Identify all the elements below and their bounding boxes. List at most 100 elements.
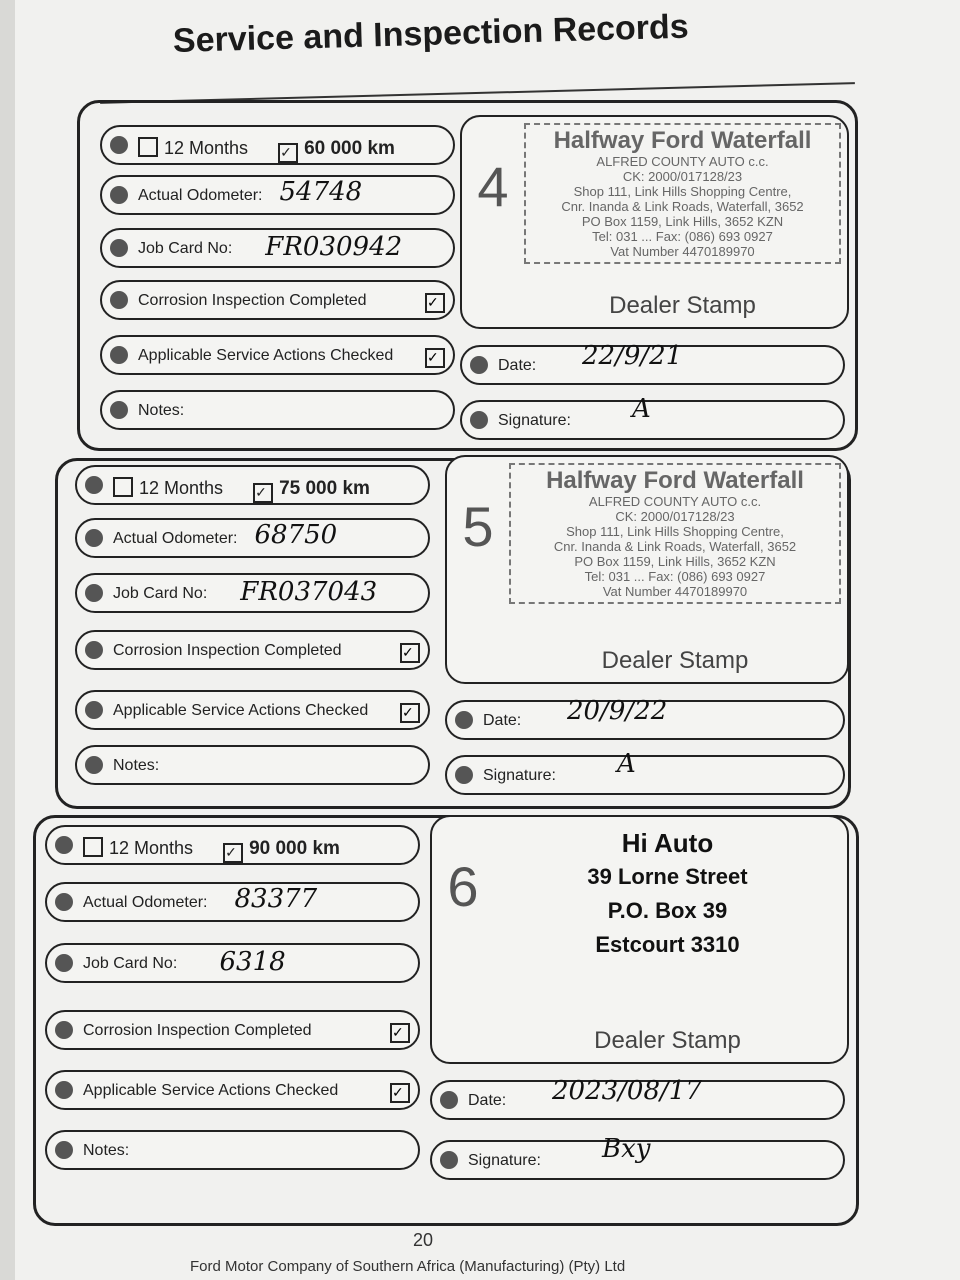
- odometer-value[interactable]: 68750: [254, 520, 338, 550]
- label-text: Corrosion Inspection Completed: [138, 292, 367, 309]
- field-signature[interactable]: Signature: A: [460, 394, 845, 440]
- months-checkbox[interactable]: [113, 477, 133, 497]
- field-interval[interactable]: 12 Months✓60 000 km: [100, 125, 455, 165]
- km-checkbox[interactable]: ✓: [253, 483, 274, 503]
- field-corrosion[interactable]: Corrosion Inspection Completed✓: [75, 630, 430, 670]
- months-label: 12 Months: [164, 138, 249, 158]
- stamp-line: 39 Lorne Street: [587, 864, 748, 889]
- job-card-value[interactable]: FR037043: [240, 577, 378, 607]
- radio-dot-icon: [470, 356, 488, 374]
- date-value[interactable]: 20/9/22: [567, 696, 668, 726]
- label-text: Applicable Service Actions Checked: [113, 702, 369, 719]
- field-job-card[interactable]: Job Card No:FR030942: [100, 228, 455, 268]
- field-label-job-card: Job Card No:: [83, 955, 177, 973]
- odometer-value[interactable]: 83377: [234, 884, 318, 914]
- km-checkbox[interactable]: ✓: [223, 843, 244, 863]
- field-label-odometer: Actual Odometer:: [83, 894, 208, 912]
- field-signature[interactable]: Signature: Bxy: [430, 1134, 845, 1180]
- field-label-signature: Signature:: [498, 412, 571, 429]
- stamp-dealer-name: Halfway Ford Waterfall: [546, 467, 804, 494]
- date-value[interactable]: 2023/08/17: [552, 1076, 702, 1106]
- field-label-notes: Notes:: [83, 1142, 129, 1160]
- radio-dot-icon: [55, 893, 73, 911]
- radio-dot-icon: [85, 641, 103, 659]
- field-label-signature: Signature:: [468, 1152, 541, 1169]
- months-label: 12 Months: [139, 478, 224, 498]
- service-actions-checkbox[interactable]: ✓: [400, 703, 420, 723]
- label-text: Applicable Service Actions Checked: [83, 1082, 339, 1099]
- label-text: Notes:: [83, 1142, 130, 1159]
- field-notes[interactable]: Notes:: [100, 390, 455, 430]
- field-date[interactable]: Date:22/9/21: [460, 341, 845, 385]
- field-label-service-actions: Applicable Service Actions Checked: [113, 702, 368, 720]
- record-number: 5: [462, 495, 494, 558]
- field-service-actions[interactable]: Applicable Service Actions Checked ✓: [75, 690, 430, 730]
- field-notes[interactable]: Notes:: [75, 745, 430, 785]
- service-actions-checkbox[interactable]: ✓: [425, 348, 445, 368]
- signature-value[interactable]: Bxy: [602, 1134, 651, 1164]
- field-label-odometer: Actual Odometer:: [113, 530, 238, 548]
- corrosion-checkbox[interactable]: ✓: [400, 643, 420, 663]
- radio-dot-icon: [110, 136, 128, 154]
- field-odometer[interactable]: Actual Odometer: 54748: [100, 175, 455, 215]
- odometer-value[interactable]: 54748: [279, 177, 363, 207]
- signature-value[interactable]: A: [632, 394, 651, 424]
- radio-dot-icon: [85, 476, 103, 494]
- record-number: 6: [447, 855, 479, 918]
- stamp-line: Tel: 031 ... Fax: (086) 693 0927: [592, 229, 773, 244]
- corrosion-checkbox[interactable]: ✓: [390, 1023, 410, 1043]
- job-card-value[interactable]: FR030942: [265, 232, 403, 262]
- field-corrosion[interactable]: Corrosion Inspection Completed ✓: [100, 280, 455, 320]
- km-checkbox[interactable]: ✓: [278, 143, 299, 163]
- field-interval[interactable]: 12 Months ✓75 000 km: [75, 465, 430, 505]
- field-label-job-card: Job Card No:: [113, 585, 207, 603]
- field-label-interval: 12 Months✓90 000 km: [83, 837, 340, 863]
- field-label-service-actions: Applicable Service Actions Checked: [138, 347, 393, 365]
- field-odometer[interactable]: Actual Odometer: 68750: [75, 518, 430, 558]
- label-text: Actual Odometer:: [138, 187, 263, 204]
- field-label-interval: 12 Months✓60 000 km: [138, 137, 395, 163]
- service-actions-checkbox[interactable]: ✓: [390, 1083, 410, 1103]
- radio-dot-icon: [85, 701, 103, 719]
- stamp-line: Cnr. Inanda & Link Roads, Waterfall, 365…: [553, 539, 797, 554]
- field-interval[interactable]: 12 Months✓90 000 km: [45, 825, 420, 865]
- radio-dot-icon: [110, 346, 128, 364]
- stamp-dealer-name: Hi Auto: [621, 828, 714, 858]
- radio-dot-icon: [85, 584, 103, 602]
- months-label: 12 Months: [109, 838, 194, 858]
- field-label-date: Date:: [483, 712, 522, 729]
- km-label: 75 000 km: [279, 478, 370, 499]
- field-notes[interactable]: Notes:: [45, 1130, 420, 1170]
- field-label-corrosion: Corrosion Inspection Completed: [83, 1022, 312, 1040]
- stamp-line: Shop 111, Link Hills Shopping Centre,: [573, 184, 792, 199]
- field-service-actions[interactable]: Applicable Service Actions Checked ✓: [100, 335, 455, 375]
- field-date[interactable]: Date: 20/9/22: [445, 696, 845, 740]
- field-label-date: Date:: [468, 1092, 507, 1109]
- field-corrosion[interactable]: Corrosion Inspection Completed ✓: [45, 1010, 420, 1050]
- stamp-line: Shop 111, Link Hills Shopping Centre,: [566, 524, 784, 539]
- radio-dot-icon: [440, 1091, 458, 1109]
- field-signature[interactable]: Signature:A: [445, 749, 845, 795]
- field-job-card[interactable]: Job Card No: 6318: [45, 943, 420, 983]
- label-text: Job Card No:: [83, 955, 178, 972]
- date-value[interactable]: 22/9/21: [582, 341, 683, 371]
- radio-dot-icon: [85, 529, 103, 547]
- signature-value[interactable]: A: [617, 749, 636, 779]
- months-checkbox[interactable]: [138, 137, 158, 157]
- field-odometer[interactable]: Actual Odometer: 83377: [45, 882, 420, 922]
- corrosion-checkbox[interactable]: ✓: [425, 293, 445, 313]
- field-service-actions[interactable]: Applicable Service Actions Checked ✓: [45, 1070, 420, 1110]
- radio-dot-icon: [85, 756, 103, 774]
- field-label-notes: Notes:: [113, 757, 159, 775]
- job-card-value[interactable]: 6318: [219, 947, 286, 977]
- field-date[interactable]: Date: 2023/08/17: [430, 1076, 845, 1120]
- field-job-card[interactable]: Job Card No: FR037043: [75, 573, 430, 613]
- months-checkbox[interactable]: [83, 837, 103, 857]
- stamp-line: Cnr. Inanda & Link Roads, Waterfall, 365…: [561, 199, 804, 214]
